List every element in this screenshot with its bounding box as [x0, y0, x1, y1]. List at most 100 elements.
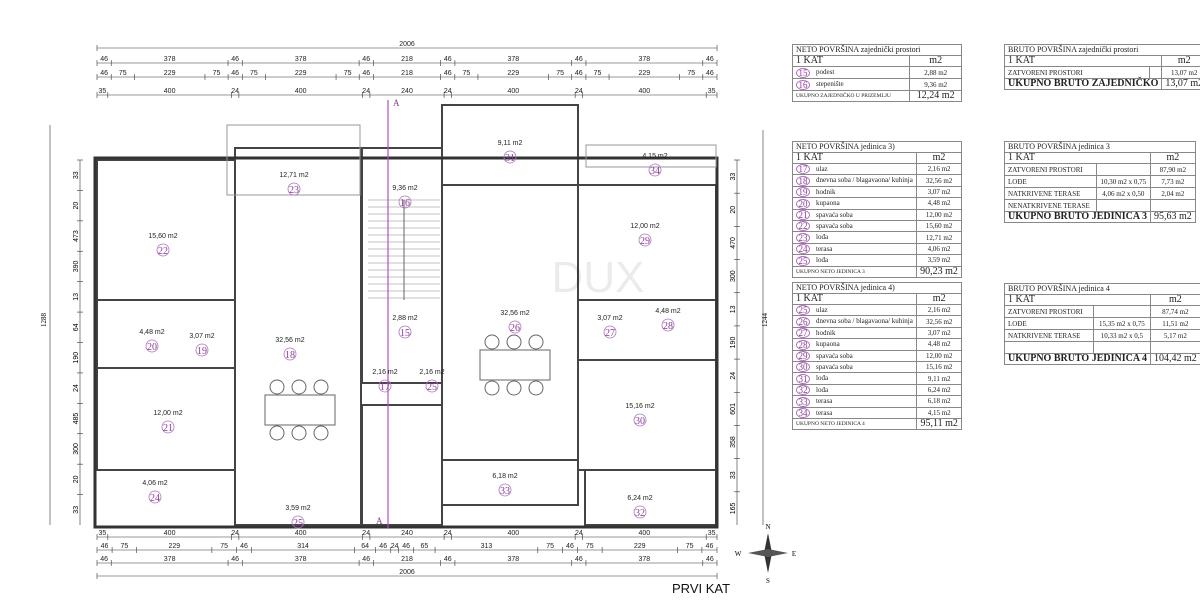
dimension-label: 378	[295, 556, 307, 563]
wall	[96, 367, 236, 471]
table-title: BRUTO POVRŠINA jedinica 4	[1004, 283, 1200, 295]
room-number: 23	[289, 185, 299, 196]
room-name: spavaća soba	[816, 351, 853, 360]
dimension-label: 46	[240, 543, 248, 550]
room-number: 25	[796, 255, 810, 266]
room-name: terasa	[816, 408, 833, 417]
wall	[361, 147, 443, 384]
dimension-label: 240	[401, 88, 413, 95]
room-number: 22	[158, 246, 168, 257]
row-calculation: 10,30 m2 x 0,75	[1095, 175, 1152, 188]
dimension-label: 378	[639, 56, 651, 63]
total-value: 90,23 m2	[916, 265, 962, 278]
dimension-label: 470	[730, 237, 737, 249]
room-number-circle	[603, 325, 617, 339]
row-calculation	[1148, 66, 1163, 79]
room-number: 16	[796, 79, 810, 90]
unit-header: m2	[916, 152, 962, 164]
room-area: 4,06 m2	[142, 480, 167, 487]
dimension-label: 75	[250, 70, 258, 77]
table-row	[1004, 341, 1200, 354]
dimension-label: 229	[507, 70, 519, 77]
compass-w: W	[735, 550, 742, 558]
dimension-label: 24	[231, 530, 239, 537]
room-number: 27	[796, 328, 810, 339]
wall	[441, 459, 579, 506]
dimension-label: 75	[687, 70, 695, 77]
room-number-circle	[398, 195, 412, 209]
row-value: 5,17 m2	[1150, 329, 1200, 342]
row-value: 3,07 m2	[916, 326, 962, 340]
room-number: 16	[400, 198, 410, 209]
dimension-label: 64	[361, 543, 369, 550]
dimension-label: 24	[444, 530, 452, 537]
room-number: 32	[635, 508, 645, 519]
row-value: 12,71 m2	[916, 231, 962, 244]
dimension-label: 24	[391, 543, 399, 550]
chair	[313, 379, 329, 395]
dimension-label: 35	[708, 530, 716, 537]
dimension-label: 378	[507, 556, 519, 563]
dimension-label: 24	[362, 530, 370, 537]
dimension-label: 75	[546, 543, 554, 550]
row-label: ZATVORENI PROSTORI	[1004, 163, 1097, 176]
room-name: hodnik	[816, 187, 836, 196]
row-calculation: 10,33 m2 x 0,5	[1092, 329, 1152, 342]
room-number: 23	[796, 232, 810, 243]
dimension-label: 24	[362, 88, 370, 95]
dimension-label: 13	[730, 305, 737, 313]
room-number: 19	[197, 346, 207, 357]
room-name: spavaća soba	[816, 221, 853, 230]
row-value: 12,00 m2	[916, 208, 962, 221]
dimension-label: 46	[362, 556, 370, 563]
dimension-label: 485	[73, 413, 80, 425]
total-label: UKUPNO NETO JEDINICA 4	[791, 417, 918, 430]
table-title: BRUTO POVRŠINA zajednički prostori	[1003, 44, 1200, 56]
table-row: NENATKRIVENE TERASE	[1004, 199, 1196, 212]
room-number-circle	[633, 413, 647, 427]
room-name: kupaona	[816, 340, 840, 349]
dimension-label: 240	[401, 530, 413, 537]
dimension-label: 20	[73, 475, 80, 483]
floor-label: 1 KAT	[791, 55, 911, 67]
row-label: NENATKRIVENE TERASE	[1004, 199, 1097, 212]
room-name: lođa	[816, 256, 829, 265]
room-area: 3,07 m2	[597, 315, 622, 322]
room-number-circle	[161, 420, 175, 434]
row-calculation: 15,35 m2 x 0,75	[1092, 317, 1152, 330]
room-name: lođa	[816, 233, 829, 242]
dimension-label: 400	[507, 88, 519, 95]
room-number-circle	[287, 182, 301, 196]
wall	[577, 299, 717, 361]
dimension-label: 46	[575, 70, 583, 77]
room-number: 32	[796, 385, 810, 396]
row-label: NATKRIVENE TERASE	[1004, 187, 1097, 200]
room-number: 15	[400, 328, 410, 339]
room-number-circle	[638, 233, 652, 247]
dimension-label: 473	[73, 230, 80, 242]
row-label: ZATVORENI PROSTORI	[1004, 305, 1094, 318]
dimension-label: 229	[639, 70, 651, 77]
room-name: spavaća soba	[816, 362, 853, 371]
total-value: 104,42 m2	[1150, 353, 1200, 365]
room-number: 26	[510, 323, 520, 334]
table-title: BRUTO POVRŠINA jedinica 3	[1004, 141, 1196, 153]
